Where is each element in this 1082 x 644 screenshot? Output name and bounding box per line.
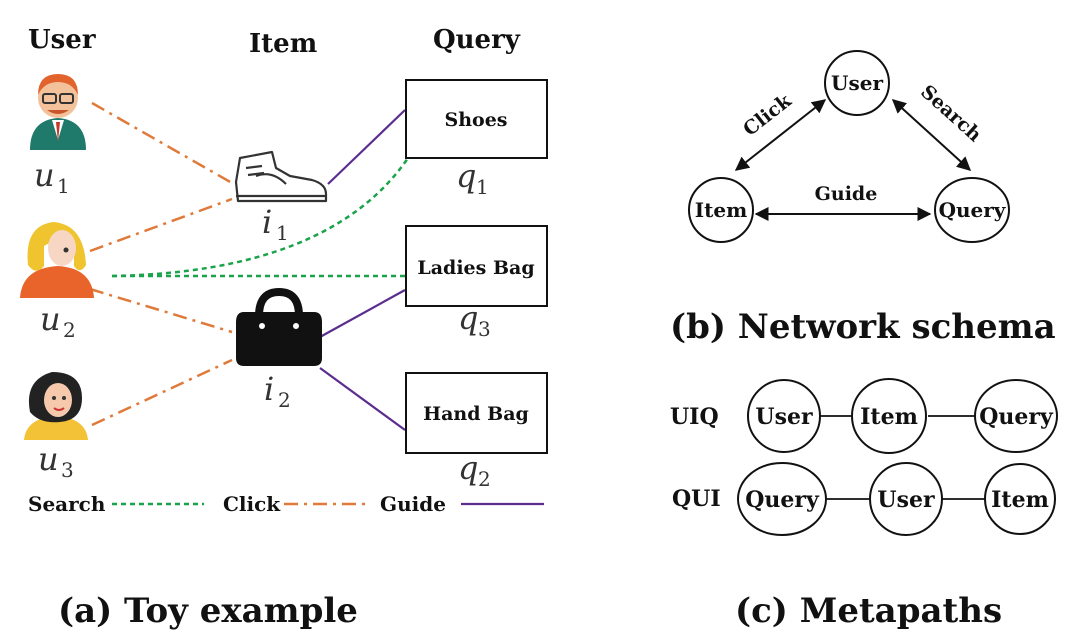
item1-var: i	[262, 203, 272, 241]
query-column-header: Query	[433, 25, 521, 55]
schema-edge-guide-label: Guide	[815, 183, 878, 205]
metapath-qui-name: QUI	[672, 486, 721, 512]
click-edge-u1-i1	[91, 101, 233, 185]
user1-var: u	[34, 156, 55, 194]
metapath-qui-node-1: Query	[737, 462, 827, 536]
click-edge-u2-i1	[89, 197, 233, 253]
metapath-qui: QUI Query User Item	[672, 462, 1056, 536]
schema-node-item: Item	[688, 177, 754, 243]
metapath-qui-node-3: Item	[984, 463, 1056, 535]
query1-var: q	[456, 157, 476, 195]
metapath-uiq: UIQ User Item Query	[670, 378, 1058, 454]
legend-search-label: Search	[28, 492, 106, 516]
user-column-header: User	[28, 25, 96, 55]
query-box-shoes: Shoes	[405, 79, 548, 159]
metapaths-panel: UIQ User Item Query QUI Query	[670, 378, 1058, 631]
query3-sub: 3	[478, 317, 491, 341]
user2-label: u 2	[40, 300, 76, 342]
user2-avatar	[20, 222, 94, 298]
item1-sub: 1	[276, 221, 289, 245]
user3-avatar	[24, 372, 88, 440]
metapath-uiq-node-2-label: Item	[860, 404, 918, 430]
guide-edge-i1-q1	[327, 109, 406, 185]
metapath-uiq-node-3: Query	[974, 379, 1058, 453]
user3-sub: 3	[61, 458, 74, 482]
query-shoes-label: Shoes	[445, 109, 508, 131]
schema-edge-click-label: Click	[739, 89, 796, 140]
metapath-uiq-node-1: User	[747, 379, 821, 453]
metapath-uiq-node-1-label: User	[755, 404, 813, 430]
schema-node-item-label: Item	[695, 198, 747, 222]
user2-var: u	[40, 300, 61, 338]
legend-click-label: Click	[223, 492, 281, 516]
metapath-qui-node-3-label: Item	[991, 487, 1049, 513]
query1-label: q 1	[456, 157, 489, 199]
user1-sub: 1	[57, 174, 70, 198]
item2-var: i	[264, 370, 274, 408]
query1-sub: 1	[476, 175, 489, 199]
item2-label: i 2	[264, 370, 291, 412]
search-edge-u2-q1	[111, 157, 410, 278]
user3-var: u	[38, 440, 59, 478]
click-edge-u3-i2	[91, 358, 233, 427]
schema-node-user: User	[824, 50, 890, 116]
handbag-icon	[236, 287, 322, 366]
toy-example-caption: (a) Toy example	[58, 591, 358, 631]
query-ladies-bag-label: Ladies Bag	[417, 257, 534, 279]
search-edges	[111, 157, 410, 278]
schema-node-user-label: User	[831, 71, 883, 95]
metapath-uiq-name: UIQ	[670, 404, 719, 430]
shoe-icon	[234, 150, 328, 203]
metapaths-caption: (c) Metapaths	[735, 591, 1002, 631]
query2-label: q 2	[458, 449, 491, 491]
metapath-qui-node-2: User	[869, 462, 943, 536]
schema-node-query-label: Query	[939, 198, 1007, 222]
query3-label: q 3	[458, 299, 491, 341]
metapath-uiq-node-3-label: Query	[979, 404, 1054, 430]
item1-label: i 1	[262, 203, 289, 245]
metapath-qui-node-2-label: User	[877, 487, 935, 513]
click-edge-u2-i2	[89, 287, 233, 334]
user1-avatar	[30, 74, 86, 150]
legend: Search Click Guide	[28, 492, 544, 516]
query-box-ladies-bag: Ladies Bag	[405, 225, 548, 307]
schema-edge-search	[891, 99, 972, 171]
item2-sub: 2	[278, 388, 291, 412]
schema-edges	[734, 99, 972, 221]
legend-guide-label: Guide	[380, 492, 446, 516]
schema-node-query: Query	[934, 177, 1010, 243]
toy-example-panel: User Item Query	[20, 25, 548, 631]
click-edges	[89, 101, 233, 427]
guide-edge-i2-q2	[319, 367, 406, 431]
guide-edge-i2-q3	[319, 289, 406, 338]
metapath-qui-node-1-label: Query	[745, 487, 820, 513]
schema-edge-click	[734, 99, 827, 171]
metapath-uiq-node-2: Item	[851, 378, 927, 454]
query2-sub: 2	[478, 467, 491, 491]
query3-var: q	[458, 299, 478, 337]
user2-sub: 2	[63, 318, 76, 342]
network-schema-caption: (b) Network schema	[670, 307, 1056, 347]
network-schema-panel: Click Search Guide User Item Query (b) N…	[670, 50, 1056, 347]
schema-edge-search-label: Search	[916, 81, 985, 147]
query-box-hand-bag: Hand Bag	[405, 372, 548, 454]
query-hand-bag-label: Hand Bag	[423, 403, 529, 425]
guide-edges	[319, 109, 406, 431]
user3-label: u 3	[38, 440, 74, 482]
query2-var: q	[458, 449, 478, 487]
user1-label: u 1	[34, 156, 70, 198]
item-column-header: Item	[249, 29, 317, 59]
